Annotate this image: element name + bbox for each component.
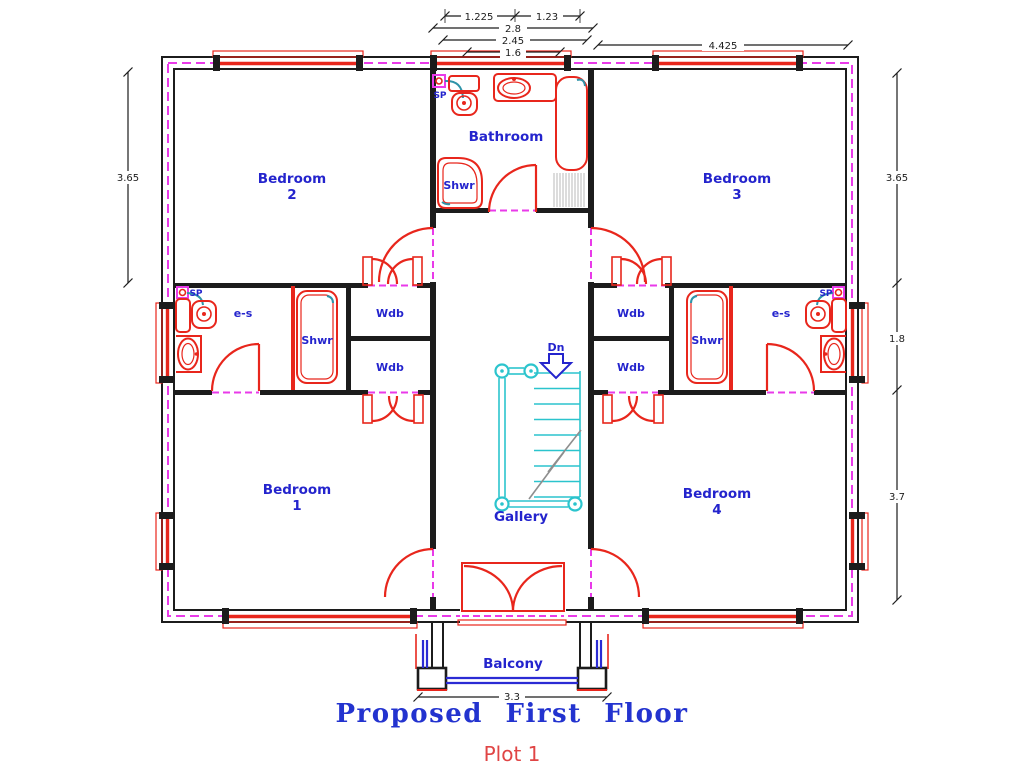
dimensions: 1.225 1.23 2.8 2.45 1.6 4.425	[110, 9, 915, 703]
window-bedroom4-bottom	[642, 608, 804, 629]
dim-top-5: 1.6	[505, 48, 521, 59]
toilet-fixture	[448, 75, 480, 116]
dim-top-3: 2.8	[505, 24, 521, 35]
window-bedroom2-top	[212, 50, 364, 71]
dim-right-1: 3.65	[886, 173, 908, 184]
wardrobe-double-door-bedroom1	[362, 391, 424, 424]
window-ensuite-right	[847, 302, 869, 384]
window-bedroom4-right	[847, 512, 869, 571]
wall-centerline	[167, 62, 853, 617]
dimension-top-row1: 1.225 1.23	[440, 9, 585, 23]
dim-top-1: 1.225	[465, 12, 494, 23]
dim-right-3: 3.7	[889, 492, 905, 503]
bedroom2-label: Bedroom	[258, 171, 326, 187]
soil-pipe-label-bathroom: SP	[433, 91, 446, 101]
soil-pipe-label-left: SP	[189, 289, 202, 299]
ensuite-right-label: e-s	[772, 307, 791, 320]
toilet-fixture-right	[805, 298, 847, 333]
room-labels: Bedroom 2 Bedroom 3 Bedroom 1 Bedroom 4	[258, 171, 771, 518]
drawing-title: Proposed First Floor	[336, 699, 689, 729]
dimension-top-row2: 2.8	[428, 22, 598, 35]
ensuite-left: e-s Shwr SP	[175, 286, 338, 394]
ensuite-right-door	[765, 342, 816, 394]
wardrobe-double-door-bedroom4	[602, 391, 664, 424]
wardrobe-label-4: Wdb	[617, 361, 645, 374]
ensuite-left-partition	[291, 286, 295, 390]
bedroom1-label: Bedroom	[263, 482, 331, 498]
doors	[362, 226, 672, 623]
dim-top-6: 4.425	[709, 41, 738, 52]
dimension-left: 3.65	[110, 67, 146, 288]
balcony: Balcony	[415, 619, 609, 691]
dimension-top-row4: 1.6	[462, 46, 565, 59]
bedroom4-door	[590, 547, 641, 598]
bedroom3-number: 3	[732, 187, 741, 203]
soil-pipe-symbol-right	[816, 286, 845, 306]
dimension-right: 3.65 1.8 3.7	[879, 68, 915, 605]
dim-top-4: 2.45	[502, 36, 524, 47]
wardrobes: Wdb Wdb Wdb Wdb	[376, 307, 645, 374]
ensuite-left-label: e-s	[234, 307, 253, 320]
toilet-fixture-left	[175, 298, 217, 333]
dimension-bottom: 3.3	[413, 690, 612, 703]
dim-right-2: 1.8	[889, 334, 905, 345]
shower-tray-bathroom	[437, 157, 483, 209]
wardrobe-double-door-bedroom2	[362, 256, 423, 287]
window-bedroom3-top	[652, 50, 804, 71]
bedroom1-door	[383, 547, 434, 598]
balcony-label: Balcony	[483, 656, 543, 672]
dim-bottom-1: 3.3	[504, 692, 520, 703]
shower-label-right: Shwr	[691, 334, 723, 347]
down-label: Dn	[548, 341, 565, 354]
balcony-railing	[421, 640, 603, 685]
wardrobe-label-1: Wdb	[376, 307, 404, 320]
dim-left-1: 3.65	[117, 173, 139, 184]
wardrobe-right-wall	[669, 286, 674, 392]
bedroom3-door	[590, 226, 647, 283]
bathtub-fixture	[555, 76, 588, 171]
plot-label: Plot 1	[484, 742, 541, 766]
dimension-top-right: 4.425	[593, 39, 853, 52]
basin-fixture-right	[820, 335, 846, 373]
ensuite-right: e-s Shwr SP	[686, 286, 847, 394]
ensuite-right-partition	[729, 286, 733, 390]
dim-top-2: 1.23	[536, 12, 558, 23]
shower-tray-left	[296, 290, 338, 384]
balcony-pillar-right	[576, 666, 608, 691]
soil-pipe-symbol	[432, 74, 464, 99]
shower-label-left: Shwr	[301, 334, 333, 347]
bedroom4-number: 4	[712, 502, 721, 518]
bedroom3-label: Bedroom	[703, 171, 771, 187]
window-bedroom1-bottom	[222, 608, 418, 629]
bathroom: Bathroom Shwr SP	[432, 73, 588, 213]
bedroom1-number: 1	[292, 498, 301, 514]
wardrobe-label-3: Wdb	[617, 307, 645, 320]
bath-floor-hatch	[553, 173, 585, 207]
bathroom-label: Bathroom	[469, 129, 544, 145]
ensuite-left-door	[210, 342, 261, 394]
window-bedroom1-left	[155, 512, 175, 571]
bedroom2-number: 2	[287, 187, 296, 203]
wardrobe-label-2: Wdb	[376, 361, 404, 374]
dimension-top-row3: 2.45	[438, 34, 592, 47]
gallery-label: Gallery	[494, 509, 548, 525]
bedroom4-label: Bedroom	[683, 486, 751, 502]
stairs: Dn Gallery	[494, 341, 583, 525]
soil-pipe-label-right: SP	[819, 289, 832, 299]
balcony-french-doors	[460, 562, 566, 623]
bathroom-door	[487, 163, 538, 213]
down-arrow-icon	[538, 353, 574, 380]
shower-label-bathroom: Shwr	[443, 179, 475, 192]
bedroom2-door	[377, 226, 434, 283]
basin-fixture	[493, 73, 557, 102]
balcony-pillar-left	[416, 666, 448, 691]
shower-tray-right	[686, 290, 728, 384]
window-ensuite-left	[155, 302, 175, 384]
basin-fixture-left	[176, 335, 202, 373]
stair-railing	[494, 363, 583, 512]
wardrobe-double-door-bedroom3	[611, 256, 672, 287]
interior-walls	[174, 69, 846, 610]
